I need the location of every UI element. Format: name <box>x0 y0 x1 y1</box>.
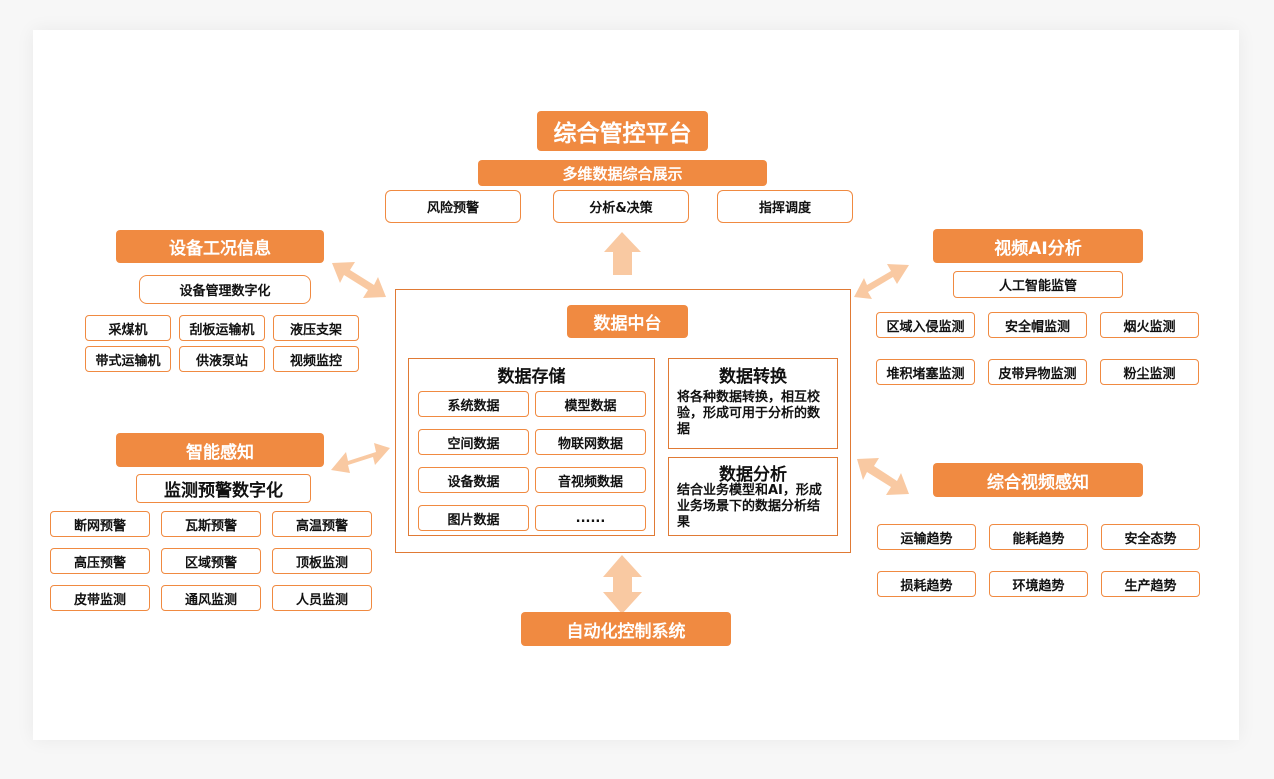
video-ai-title: 视频AI分析 <box>933 229 1143 263</box>
storage-item: 系统数据 <box>418 391 529 417</box>
sensing-item: 顶板监测 <box>272 548 372 574</box>
video-sense-item: 安全态势 <box>1101 524 1200 550</box>
arrow-double-left-top-icon <box>332 262 386 298</box>
storage-item: 音视频数据 <box>535 467 646 493</box>
sensing-item: 断网预警 <box>50 511 150 537</box>
storage-item: 设备数据 <box>418 467 529 493</box>
equipment-item: 液压支架 <box>273 315 359 341</box>
video-sense-title: 综合视频感知 <box>933 463 1143 497</box>
sensing-item: 通风监测 <box>161 585 261 611</box>
equipment-title: 设备工况信息 <box>116 230 324 263</box>
video-ai-item: 皮带异物监测 <box>988 359 1087 385</box>
conversion-panel <box>668 358 838 449</box>
video-sense-item: 运输趋势 <box>877 524 976 550</box>
top-item: 分析&决策 <box>553 190 689 223</box>
top-item: 风险预警 <box>385 190 521 223</box>
storage-title: 数据存储 <box>497 367 566 387</box>
storage-item: 物联网数据 <box>535 429 646 455</box>
equipment-item: 供液泵站 <box>179 346 265 372</box>
arrow-double-left-mid-icon <box>331 443 390 473</box>
arrow-up-icon <box>604 232 641 275</box>
equipment-item: 刮板运输机 <box>179 315 265 341</box>
video-ai-subtitle: 人工智能监管 <box>953 271 1123 298</box>
equipment-item: 视频监控 <box>273 346 359 372</box>
equipment-item: 带式运输机 <box>85 346 171 372</box>
storage-item: 空间数据 <box>418 429 529 455</box>
analysis-text: 结合业务模型和AI，形成业务场景下的数据分析结果 <box>677 483 822 530</box>
video-sense-item: 能耗趋势 <box>989 524 1088 550</box>
video-sense-item: 环境趋势 <box>989 571 1088 597</box>
data-platform-title: 数据中台 <box>567 305 688 338</box>
sensing-item: 区域预警 <box>161 548 261 574</box>
storage-item: 模型数据 <box>535 391 646 417</box>
equipment-subtitle: 设备管理数字化 <box>139 275 311 304</box>
video-sense-item: 损耗趋势 <box>877 571 976 597</box>
top-subtitle: 多维数据综合展示 <box>478 160 767 186</box>
equipment-item: 采煤机 <box>85 315 171 341</box>
storage-item: ...... <box>535 505 646 531</box>
video-ai-item: 安全帽监测 <box>988 312 1087 338</box>
video-ai-item: 堆积堵塞监测 <box>876 359 975 385</box>
conversion-text: 将各种数据转换，相互校验，形成可用于分析的数据 <box>677 390 821 437</box>
storage-item: 图片数据 <box>418 505 529 531</box>
top-title: 综合管控平台 <box>537 111 708 151</box>
sensing-item: 人员监测 <box>272 585 372 611</box>
sensing-item: 皮带监测 <box>50 585 150 611</box>
video-ai-item: 区域入侵监测 <box>876 312 975 338</box>
arrow-double-right-top-icon <box>854 264 909 299</box>
conversion-title: 数据转换 <box>719 367 787 387</box>
sensing-item: 高压预警 <box>50 548 150 574</box>
sensing-item: 瓦斯预警 <box>161 511 261 537</box>
sensing-item: 高温预警 <box>272 511 372 537</box>
arrow-double-vertical-icon <box>603 555 642 614</box>
arrow-double-right-mid-icon <box>857 458 909 495</box>
analysis-panel <box>668 457 838 536</box>
video-ai-item: 粉尘监测 <box>1100 359 1199 385</box>
sensing-title: 智能感知 <box>116 433 324 467</box>
video-ai-item: 烟火监测 <box>1100 312 1199 338</box>
video-sense-item: 生产趋势 <box>1101 571 1200 597</box>
analysis-title: 数据分析 <box>719 465 787 485</box>
sensing-subtitle: 监测预警数字化 <box>136 474 311 503</box>
bottom-title: 自动化控制系统 <box>521 612 731 646</box>
top-item: 指挥调度 <box>717 190 853 223</box>
